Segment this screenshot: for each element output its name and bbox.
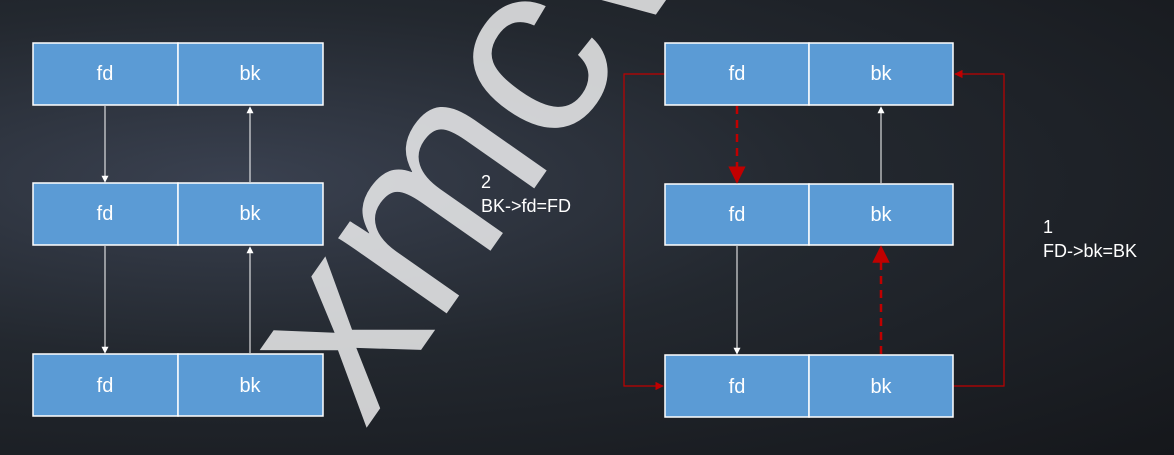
left-node-middle-fd-label: fd [97, 203, 114, 225]
left-node-bottom-fd-label: fd [97, 375, 114, 397]
left-node-middle-bk-cell [177, 182, 324, 246]
right-node-top-fd-cell [664, 42, 810, 106]
step-1-number: 1 [1043, 217, 1054, 237]
step-1-text: FD->bk=BK [1043, 241, 1138, 261]
step-2-annotation: 2 BK->fd=FD [481, 170, 571, 218]
right-node-top-bk-label: bk [870, 63, 892, 85]
left-node-bottom: fd bk [32, 353, 324, 417]
left-node-top: fd bk [32, 42, 324, 106]
step-1-annotation: 1 FD->bk=BK [1043, 215, 1137, 263]
left-node-middle-bk-label: bk [239, 203, 261, 225]
right-node-bottom-fd-cell [664, 354, 810, 418]
left-node-bottom-fd-cell [32, 353, 179, 417]
right-list: fd bk fd bk fd bk [623, 42, 1005, 418]
right-node-bottom-fd-label: fd [729, 376, 746, 398]
right-node-top-fd-label: fd [729, 63, 746, 85]
left-node-top-fd-label: fd [97, 63, 114, 85]
left-node-top-fd-cell [32, 42, 179, 106]
right-node-middle-fd-cell [664, 183, 810, 246]
right-node-middle-bk-cell [808, 183, 954, 246]
left-list: fd bk fd bk fd bk [32, 42, 324, 417]
right-node-bottom: fd bk [664, 354, 954, 418]
bk-bypass-arrow [953, 69, 1005, 387]
right-node-middle-fd-label: fd [729, 204, 746, 226]
left-node-top-bk-cell [177, 42, 324, 106]
left-node-bottom-bk-cell [177, 353, 324, 417]
step-2-number: 2 [481, 172, 492, 192]
right-node-top: fd bk [664, 42, 954, 106]
right-node-top-bk-cell [808, 42, 954, 106]
left-node-top-bk-label: bk [239, 63, 261, 85]
right-node-middle: fd bk [664, 183, 954, 246]
step-2-text: BK->fd=FD [481, 196, 572, 216]
left-node-middle: fd bk [32, 182, 324, 246]
right-node-bottom-bk-cell [808, 354, 954, 418]
right-node-bottom-bk-label: bk [870, 376, 892, 398]
left-node-middle-fd-cell [32, 182, 179, 246]
left-node-bottom-bk-label: bk [239, 375, 261, 397]
right-node-middle-bk-label: bk [870, 204, 892, 226]
fd-bypass-arrow [623, 73, 665, 391]
